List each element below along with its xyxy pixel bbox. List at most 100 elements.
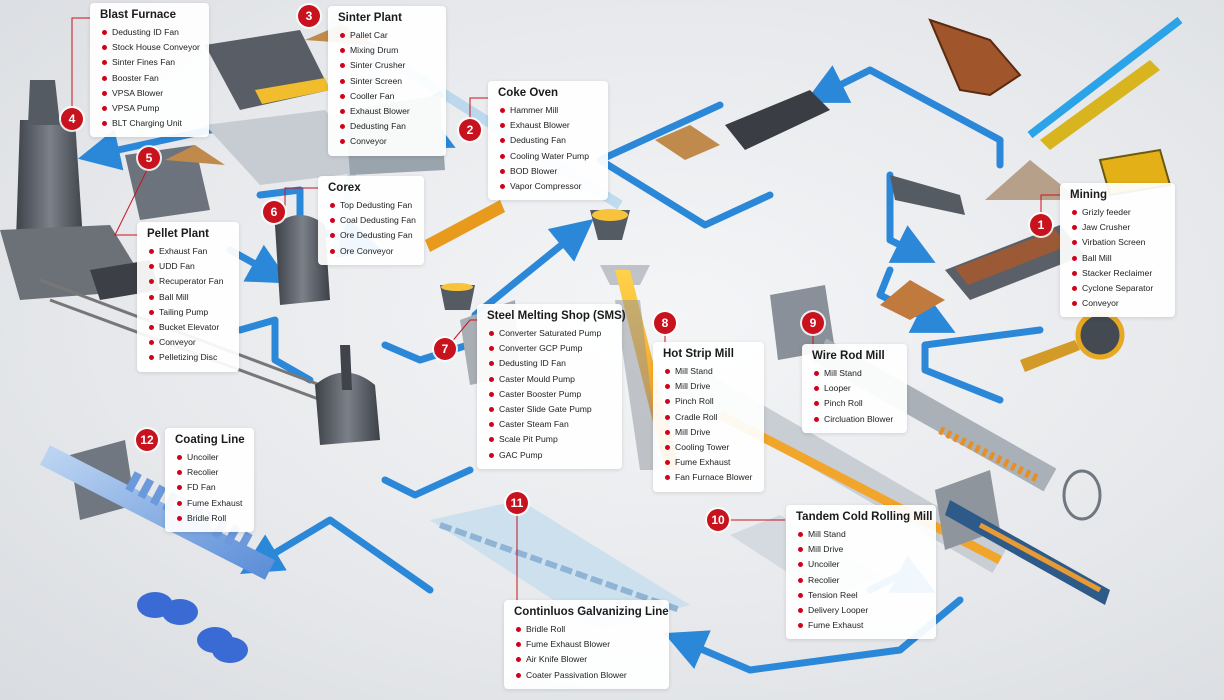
flow-arrow (239, 516, 434, 594)
stage-badge-pellet-plant: 5 (138, 147, 160, 169)
equipment-item: Mill Stand (812, 366, 899, 381)
equipment-item: Pallet Car (338, 28, 438, 43)
stage-card-mining: Mining Grizly feeder Jaw Crusher Virbati… (1060, 183, 1175, 318)
stage-badge-mining: 1 (1030, 214, 1052, 236)
equipment-item: Ore Dedusting Fan (328, 228, 416, 243)
equipment-item: Bucket Elevator (147, 320, 231, 335)
flow-arrow (236, 316, 314, 384)
corex-conveyor (425, 200, 505, 252)
ladle-molten (441, 283, 473, 291)
stage-title: Hot Strip Mill (663, 348, 734, 360)
equipment-item: Jaw Crusher (1070, 220, 1167, 235)
equipment-item: Sinter Crusher (338, 58, 438, 73)
flow-arrow (804, 65, 1004, 169)
flow-arrow (886, 171, 936, 263)
equipment-item: Uncoiler (175, 450, 246, 465)
pellet-pile (165, 145, 225, 165)
equipment-item: Caster Booster Pump (487, 387, 614, 402)
stage-badge-corex: 6 (263, 201, 285, 223)
stage-badge-hot-strip-mill: 8 (654, 312, 676, 334)
equipment-item: Pinch Roll (812, 396, 899, 411)
cold-mill-strip (978, 522, 1102, 593)
equipment-item: Stock House Conveyor (100, 40, 201, 55)
equipment-item: Recolier (175, 465, 246, 480)
equipment-item: Caster Steam Fan (487, 417, 614, 432)
equipment-item: Fume Exhaust Blower (514, 637, 661, 652)
equipment-item: Cooller Fan (338, 89, 438, 104)
stage-title: Corex (328, 182, 361, 194)
equipment-item: Fume Exhaust (663, 455, 756, 470)
equipment-item: Ball Mill (147, 290, 231, 305)
screw-conveyor (725, 90, 830, 150)
equipment-item: Mill Stand (796, 527, 928, 542)
equipment-item: GAC Pump (487, 448, 614, 463)
equipment-item: Mixing Drum (338, 43, 438, 58)
equipment-list: Mill Stand Looper Pinch Roll Circluation… (812, 366, 899, 427)
stage-card-blast-furnace: Blast Furnace Dedusting ID Fan Stock Hou… (90, 3, 209, 138)
stage-title: Blast Furnace (100, 9, 177, 21)
equipment-item: Vapor Compressor (498, 179, 600, 194)
equipment-item: Ore Conveyor (328, 244, 416, 259)
converter-molten (592, 209, 628, 221)
bucket-wheel-excavator (928, 18, 1022, 97)
equipment-item: Virbation Screen (1070, 235, 1167, 250)
blast-furnace-stack (28, 80, 60, 125)
galvanizing-strip (438, 522, 682, 613)
flow-arrow (381, 466, 474, 499)
stage-badge-sms: 7 (434, 338, 456, 360)
bof-lance (340, 345, 352, 390)
coating-loops (125, 471, 255, 554)
equipment-item: Fume Exhaust (175, 496, 246, 511)
equipment-item: Sinter Fines Fan (100, 55, 201, 70)
equipment-item: Top Dedusting Fan (328, 198, 416, 213)
equipment-item: Ball Mill (1070, 251, 1167, 266)
equipment-item: Mill Drive (796, 542, 928, 557)
equipment-item: BLT Charging Unit (100, 116, 201, 131)
stage-badge-blast-furnace: 4 (61, 108, 83, 130)
equipment-item: Grizly feeder (1070, 205, 1167, 220)
equipment-list: Pallet Car Mixing Drum Sinter Crusher Si… (338, 28, 438, 150)
stage-badge-tandem-cold-rolling-mill: 10 (707, 509, 729, 531)
stage-card-sms: Steel Melting Shop (SMS) Converter Satur… (477, 304, 626, 469)
equipment-item: Dedusting ID Fan (100, 25, 201, 40)
stage-title: Wire Rod Mill (812, 350, 885, 362)
stage-title: Tandem Cold Rolling Mill (796, 511, 933, 523)
equipment-list: Mill Stand Mill Drive Uncoiler Recolier … (796, 527, 928, 633)
stage-badge-coke-oven: 2 (459, 119, 481, 141)
stacker-frame (1040, 60, 1160, 150)
equipment-item: Coater Passivation Blower (514, 668, 661, 683)
mining-equipment (880, 16, 1183, 372)
stage-title: Continluos Galvanizing Line (514, 606, 669, 618)
equipment-item: UDD Fan (147, 259, 231, 274)
equipment-item: VPSA Pump (100, 101, 201, 116)
conveyor-belt (1020, 340, 1080, 372)
equipment-item: Recolier (796, 573, 928, 588)
galvanizing-loops (430, 500, 690, 630)
stage-title: Pellet Plant (147, 228, 209, 240)
corex-vessel (275, 215, 330, 305)
stage-card-wire-rod-mill: Wire Rod Mill Mill Stand Looper Pinch Ro… (802, 344, 907, 433)
sinter-strand (255, 78, 330, 104)
stage-title: Steel Melting Shop (SMS) (487, 310, 626, 322)
equipment-item: Dedusting Fan (338, 119, 438, 134)
equipment-item: Tension Reel (796, 588, 928, 603)
equipment-item: Pinch Roll (663, 394, 756, 409)
equipment-item: Conveyor (338, 134, 438, 149)
stage-title: Sinter Plant (338, 12, 402, 24)
equipment-item: Exhaust Blower (498, 118, 600, 133)
equipment-item: Coal Dedusting Fan (328, 213, 416, 228)
coating-equipment (39, 440, 276, 663)
equipment-item: Dedusting Fan (498, 133, 600, 148)
equipment-item: Tailing Pump (147, 305, 231, 320)
equipment-list: Mill Stand Mill Drive Pinch Roll Cradle … (663, 364, 756, 486)
equipment-item: Conveyor (147, 335, 231, 350)
equipment-list: Bridle Roll Fume Exhaust Blower Air Knif… (514, 622, 661, 683)
coated-coil (162, 599, 198, 625)
stage-badge-galvanizing-line: 11 (506, 492, 528, 514)
equipment-item: Delivery Looper (796, 603, 928, 618)
stage-card-corex: Corex Top Dedusting Fan Coal Dedusting F… (318, 176, 424, 265)
ore-pile (880, 280, 945, 320)
equipment-item: Conveyor (1070, 296, 1167, 311)
equipment-item: Mill Drive (663, 425, 756, 440)
wire-rod-coil (1062, 469, 1102, 521)
